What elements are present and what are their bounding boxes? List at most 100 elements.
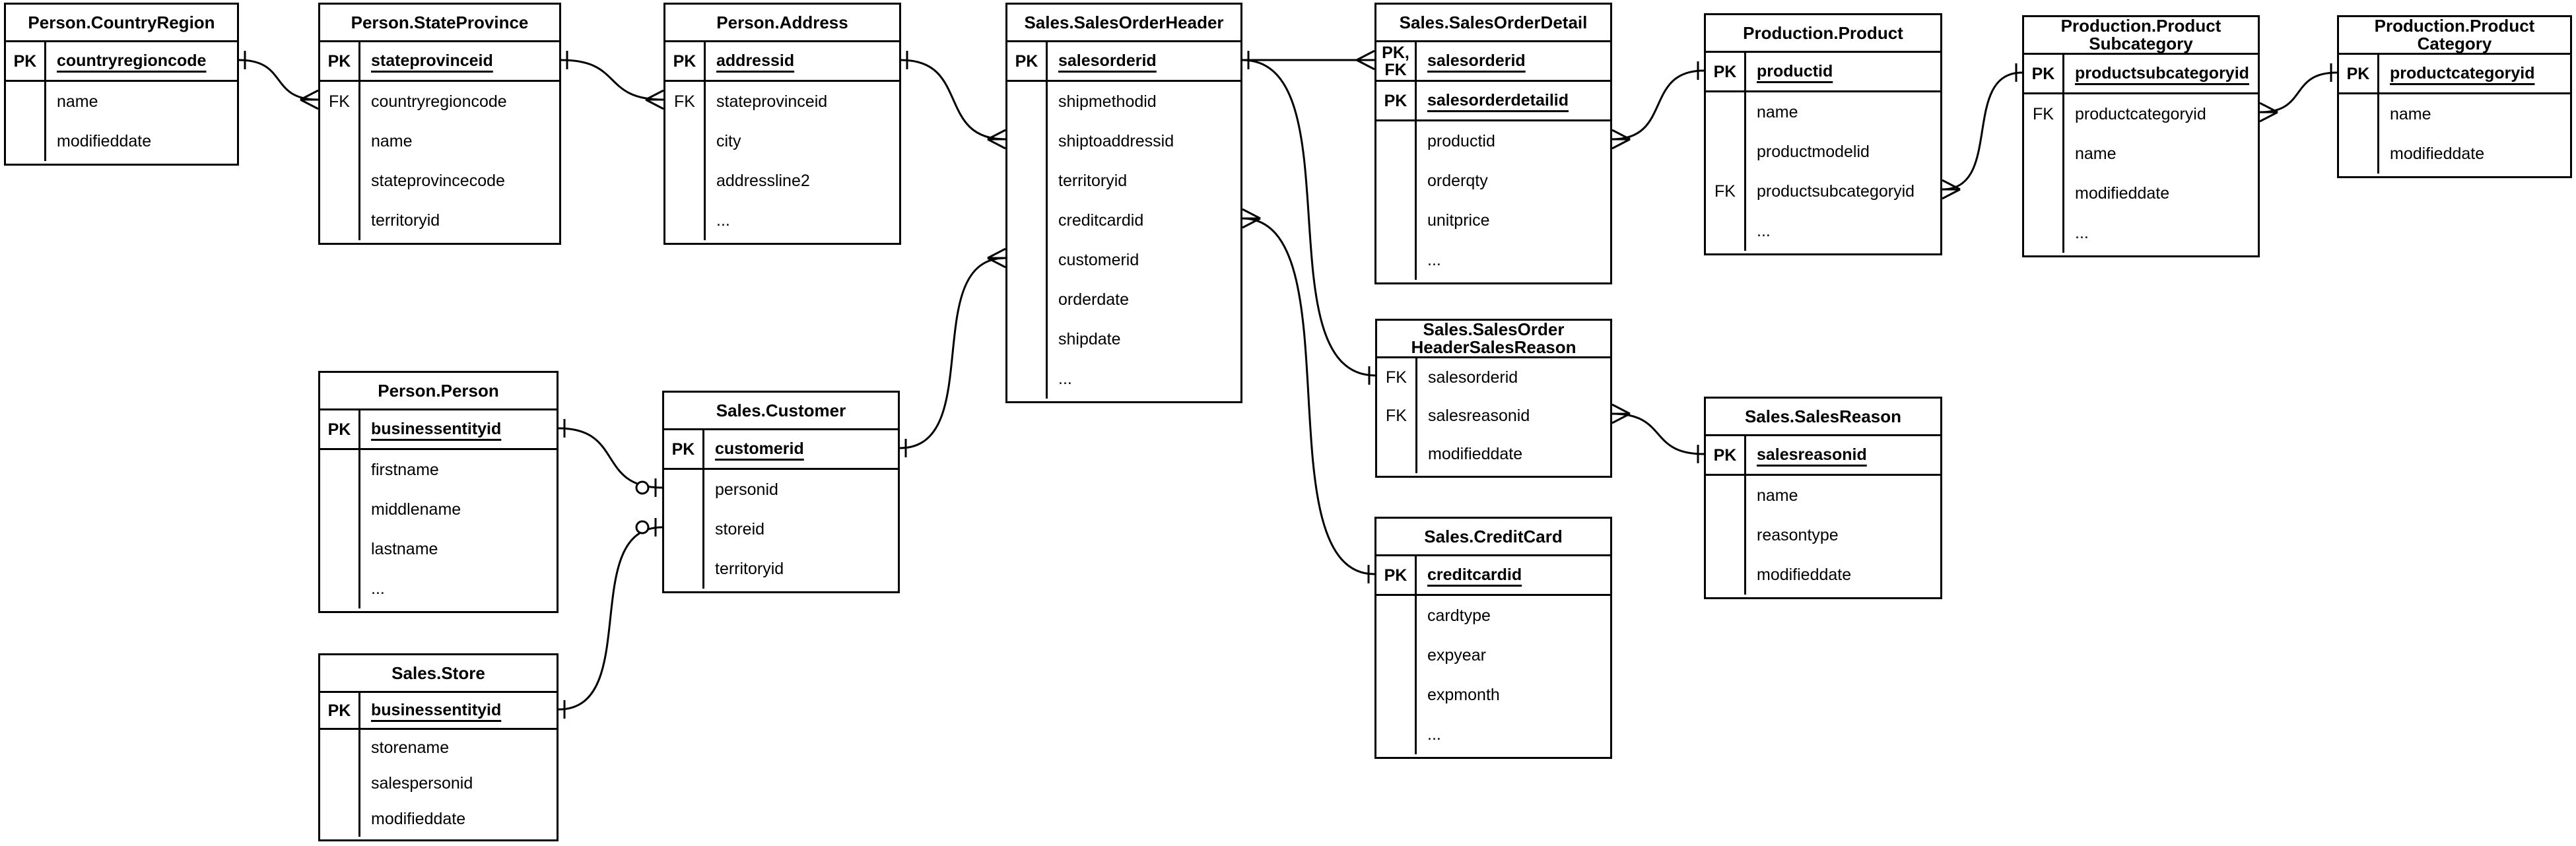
table-title: Production.Product (1706, 15, 1940, 53)
table-title-line: Sales.SalesReason (1744, 406, 1902, 426)
field-row: salespersonid (320, 765, 557, 801)
field-name: countryregioncode (57, 51, 207, 70)
field-name: stateprovincecode (371, 171, 505, 190)
column-divider (2062, 55, 2064, 253)
table-title: Person.CountryRegion (6, 5, 237, 42)
key-type-label: PK, FK (1382, 43, 1409, 79)
field-row: city (665, 121, 899, 161)
field-name: ... (1427, 725, 1441, 744)
field-name: ... (1427, 250, 1441, 269)
field-name: businessentityid (371, 420, 502, 438)
key-type-label: PK (327, 701, 351, 720)
field-name: modifieddate (2390, 144, 2485, 163)
field-row: expmonth (1376, 675, 1610, 715)
field-row: shipdate (1007, 319, 1240, 359)
key-type-label: PK (1015, 51, 1038, 71)
relationship-product-productsubcategory[interactable] (1942, 71, 2023, 191)
field-name: middlename (371, 500, 461, 519)
field-name: firstname (371, 460, 439, 479)
relationship-salesorderheader-sohsalesreason[interactable] (1242, 59, 1376, 377)
field-name: salesreasonid (1428, 406, 1530, 425)
field-row: modifieddate (2339, 134, 2570, 174)
column-divider (702, 430, 704, 589)
table-title: Sales.Store (320, 655, 557, 693)
relationship-sohsalesreason-salesreason[interactable] (1611, 412, 1705, 455)
field-row: modifieddate (320, 801, 557, 837)
field-row: lastname (320, 529, 557, 569)
cardinality-zero-or-one-icon (635, 518, 657, 537)
table-title: Sales.CreditCard (1376, 519, 1610, 556)
relationship-creditcard-salesorderheader[interactable] (1242, 217, 1375, 575)
field-row: productmodelid (1706, 132, 1940, 172)
field-name: ... (1058, 369, 1072, 388)
field-name: modifieddate (1757, 565, 1852, 584)
field-name: territoryid (1058, 171, 1128, 190)
field-row: personid (664, 470, 898, 509)
field-name: salesreasonid (1757, 445, 1867, 464)
relationship-product-salesorderdetail[interactable] (1611, 69, 1705, 141)
cardinality-many-icon (1611, 403, 1631, 424)
field-name: shipdate (1058, 329, 1121, 348)
field-name: productid (1427, 131, 1495, 150)
field-name: modifieddate (1428, 444, 1523, 463)
field-name: salesorderid (1427, 51, 1526, 70)
table-title: Person.Person (320, 373, 557, 410)
key-type-label: PK (327, 420, 351, 439)
field-name: ... (2075, 223, 2089, 242)
field-name: productcategoryid (2075, 104, 2206, 123)
field-name: name (371, 131, 413, 150)
table-title-line: Sales.SalesOrderHeader (1024, 12, 1224, 32)
relationship-customer-salesorderheader[interactable] (899, 257, 1006, 449)
field-name: lastname (371, 539, 438, 558)
field-name: countryregioncode (371, 92, 507, 111)
column-divider (1415, 358, 1417, 473)
table-title: Sales.SalesReason (1706, 399, 1940, 436)
key-type-label: PK (671, 439, 695, 459)
field-row: ... (320, 569, 557, 608)
relationship-stateprovince-address[interactable] (560, 59, 664, 101)
field-name: unitprice (1427, 211, 1490, 230)
key-type-label: PK (1713, 62, 1737, 81)
column-divider (1744, 53, 1746, 251)
field-name: addressid (716, 51, 795, 70)
field-name: salesorderid (1428, 368, 1518, 387)
key-type-label: FK (1714, 182, 1736, 201)
key-type-label: PK (1384, 91, 1407, 110)
field-name: customerid (715, 439, 804, 458)
relationship-store-customer[interactable] (558, 526, 663, 711)
table-title-line: Sales.Store (391, 663, 485, 683)
field-name: orderqty (1427, 171, 1488, 190)
field-name: city (716, 131, 741, 150)
field-row: ... (2024, 213, 2258, 253)
field-row: middlename (320, 490, 557, 529)
cardinality-many-icon (1356, 49, 1375, 71)
relationship-address-salesorderheader[interactable] (900, 59, 1006, 141)
column-divider (44, 42, 46, 161)
field-name: storeid (715, 519, 765, 538)
key-type-label: PK (2031, 64, 2055, 83)
